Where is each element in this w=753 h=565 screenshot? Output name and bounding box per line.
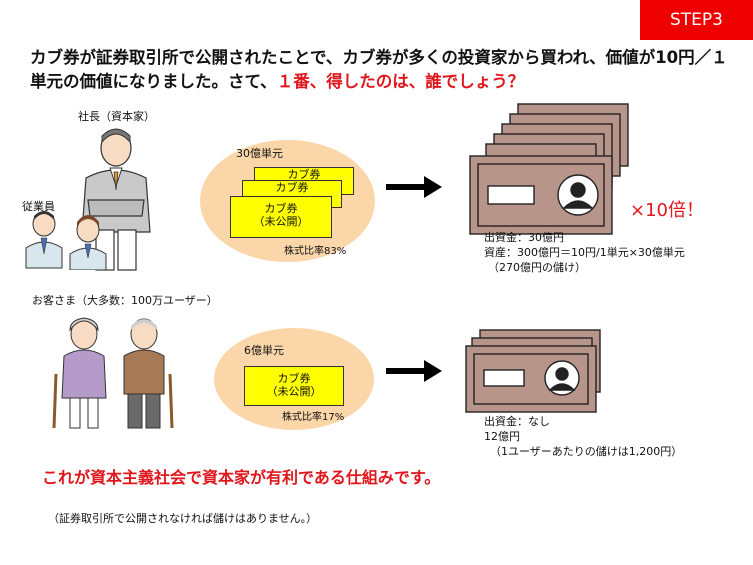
customer-share-card-sublabel: （未公開） xyxy=(266,385,322,398)
president-illustration xyxy=(81,128,151,271)
customer-investment: 出資金：なし xyxy=(484,415,550,428)
multiplier-label: ×10倍！ xyxy=(630,200,704,221)
share-card-back-label: カブ券 xyxy=(287,168,321,181)
customer-share-ratio: 株式比率17% xyxy=(282,412,345,423)
step-badge: STEP3 xyxy=(640,0,753,40)
share-card-front-label: カブ券 xyxy=(264,202,298,215)
share-card-middle-label: カブ券 xyxy=(275,181,309,194)
customer-profit-per-user: （1ユーザーあたりの儲けは1,200円） xyxy=(490,445,683,458)
capitalist-result: 出資金：30億円 資産：300億円＝10円/1単元×30億単元 （270億円の儲… xyxy=(484,230,685,275)
capitalist-investment: 出資金：30億円 xyxy=(484,231,564,244)
share-card-front-sublabel: （未公開） xyxy=(253,215,309,228)
title-line-2-prefix: 単元の価値になりました。さて、 xyxy=(30,72,277,91)
customers-label: お客さま（大多数：100万ユーザー） xyxy=(32,294,218,307)
customer-share-card-label: カブ券 xyxy=(277,372,311,385)
title-line-1: カブ券が証券取引所で公開されたことで、カブ券が多くの投資家から買われ、価値が10… xyxy=(30,48,728,67)
capitalist-units-label: 30億単元 xyxy=(236,147,283,160)
title-line-2: 単元の価値になりました。さて、１番、得したのは、誰でしょう？ xyxy=(30,70,730,94)
customer-units-label: 6億単元 xyxy=(244,344,284,357)
capitalist-assets: 資産：300億円＝10円/1単元×30億単元 xyxy=(484,246,685,259)
employees-label: 従業員 xyxy=(22,200,55,213)
banknote-small-icon xyxy=(465,329,601,413)
arrow-right-icon xyxy=(386,176,442,198)
capitalist-profit: （270億円の儲け） xyxy=(488,261,586,274)
page-title: カブ券が証券取引所で公開されたことで、カブ券が多くの投資家から買われ、価値が10… xyxy=(30,46,730,94)
customers-illustration xyxy=(52,317,174,429)
customer-share-card: カブ券 （未公開） xyxy=(244,366,344,406)
banknote-stack-icon xyxy=(469,103,629,235)
customer-amount: 12億円 xyxy=(484,430,520,443)
employees-illustration xyxy=(25,211,107,270)
footnote-text: （証券取引所で公開されなければ儲けはありません。） xyxy=(48,512,318,525)
conclusion-text: これが資本主義社会で資本家が有利である仕組みです。 xyxy=(42,468,441,487)
share-card-front: カブ券 （未公開） xyxy=(230,196,332,238)
title-question: １番、得したのは、誰でしょう？ xyxy=(276,72,525,91)
capitalist-share-ratio: 株式比率83% xyxy=(284,246,347,257)
customer-result: 出資金：なし 12億円 （1ユーザーあたりの儲けは1,200円） xyxy=(484,414,682,459)
arrow-right-icon xyxy=(386,360,442,382)
president-label: 社長（資本家） xyxy=(78,110,155,123)
